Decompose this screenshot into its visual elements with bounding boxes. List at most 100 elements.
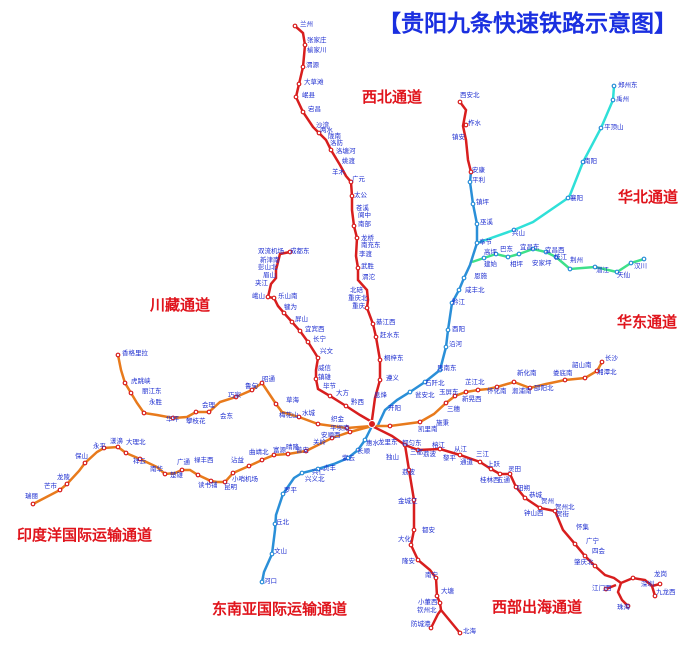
- station-label: 巴东: [500, 244, 514, 253]
- station-label: 芒市: [44, 481, 58, 490]
- station-label: 阳朔: [517, 483, 530, 492]
- station-label: 南充东: [361, 240, 381, 249]
- station-label: 龙陵: [57, 472, 71, 481]
- station-label: 赶水东: [380, 330, 400, 339]
- station-label: 榆家川: [307, 45, 327, 54]
- station-label: 西安北: [460, 90, 480, 99]
- station-label: 重庆: [352, 301, 366, 310]
- station-label: 长宁: [313, 334, 327, 343]
- station-label: 富源: [273, 445, 287, 454]
- station-label: 昆明: [224, 483, 238, 491]
- station-label: 屏山: [295, 314, 308, 323]
- station-label: 龙桥: [361, 233, 375, 242]
- station-label: 宜宾西: [305, 324, 325, 333]
- station-label: 上跃: [487, 459, 501, 468]
- station-label: 独山: [386, 452, 399, 461]
- station-label: 枝江: [554, 252, 568, 261]
- station-label: 文山: [274, 546, 287, 555]
- station-label: 阆中: [358, 210, 371, 219]
- station-label: 金城江: [398, 496, 418, 505]
- station-label: 北碚: [350, 285, 364, 294]
- station-label: 渭源: [306, 60, 320, 69]
- station-label: 广通: [177, 457, 191, 466]
- station-label: 会理: [202, 400, 216, 409]
- station-label: 咸丰北: [465, 285, 485, 294]
- station-label: 彭山北: [258, 262, 278, 271]
- station-label: 宕昌: [308, 104, 321, 113]
- station-label: 邵阳北: [534, 383, 554, 392]
- station-label: 贺州北: [555, 502, 575, 511]
- station-label: 从江: [454, 445, 468, 453]
- station-label: 沙湾: [316, 120, 330, 129]
- station-label: 镇坪: [476, 197, 490, 206]
- station-label: 芷江北: [465, 377, 485, 386]
- station-label: 宜昌西: [545, 245, 565, 254]
- station-label: 广宁: [586, 536, 600, 545]
- station-label: 大化: [398, 534, 412, 543]
- guiyang-hub-marker: [368, 420, 376, 428]
- station-label: 武胜: [361, 261, 375, 270]
- station-label: 贺街: [556, 509, 570, 518]
- station-label: 长沙: [605, 353, 619, 362]
- station-label: 羊木: [332, 167, 346, 176]
- station-label: 成都东: [290, 246, 310, 255]
- station-label: 大方: [336, 388, 350, 397]
- station-label: 五通: [497, 475, 511, 484]
- station-label: 瓮安北: [415, 390, 435, 399]
- station-label: 桐梓东: [384, 353, 404, 362]
- station-label: 平利: [472, 175, 485, 184]
- station-label: 瑞丽: [25, 491, 39, 500]
- station-label: 酉阳: [452, 324, 465, 333]
- corridor-label-north: 华北通道: [618, 188, 679, 206]
- station-label: 钦州北: [417, 605, 437, 614]
- station-label: 晴隆: [286, 442, 300, 451]
- station-label: 永平: [93, 441, 107, 450]
- station-label: 怀集: [576, 522, 590, 531]
- station-label: 四会: [592, 546, 606, 555]
- station-label: 玉屏东: [439, 387, 459, 396]
- station-label: 通道: [460, 457, 474, 466]
- station-label: 珠海: [617, 602, 631, 611]
- station-label: 安家坪: [532, 258, 552, 267]
- station-label: 双流机场: [258, 246, 285, 255]
- station-dots: [30, 23, 663, 636]
- station-label: 禄丰西: [194, 455, 214, 464]
- station-label: 楚雄: [170, 470, 184, 479]
- station-label: 钟山西: [524, 508, 544, 517]
- station-label: 北海: [463, 626, 477, 635]
- station-label: 华坪: [166, 414, 180, 423]
- station-label: 郑州东: [618, 80, 638, 89]
- corridor-label-east: 华东通道: [617, 313, 678, 331]
- station-label: 汉川: [634, 262, 647, 270]
- station-label: 贞丰: [323, 463, 337, 472]
- station-label: 奉节: [479, 237, 493, 246]
- station-label: 潜江: [596, 265, 610, 274]
- station-label: 姚渡: [342, 156, 356, 165]
- station-label: 龙岗: [654, 569, 667, 578]
- station-label: 肇庆北: [574, 557, 594, 566]
- station-label: 遵义: [386, 373, 400, 382]
- station-label: 安顺西: [321, 430, 341, 439]
- station-label: 太公: [354, 190, 368, 199]
- station-label: 洛塘河: [336, 146, 356, 155]
- station-label: 惠水: [366, 438, 380, 447]
- station-label: 柞水: [468, 118, 482, 127]
- station-label: 陇南: [328, 131, 342, 140]
- station-label: 娄底南: [553, 368, 573, 377]
- corridor-label-southeast-asia: 东南亚国际运输通道: [212, 600, 348, 618]
- line-shangrila-guiyang: [116, 354, 373, 430]
- station-label: 丽江东: [142, 386, 162, 395]
- station-labels: 兰州张家庄榆家川渭源大草滩岷县宕昌沙湾两水陇南洛防洛塘河姚渡羊木广元太公苍溪阆中…: [25, 19, 676, 635]
- station-label: 鲁甸: [245, 381, 258, 390]
- station-label: 襄阳: [570, 193, 583, 202]
- station-label: 乐山南: [278, 291, 298, 300]
- station-label: 荆州: [570, 255, 583, 264]
- station-label: 榕江: [432, 440, 446, 449]
- station-label: 沾益: [231, 455, 245, 464]
- station-label: 李渡: [359, 249, 373, 258]
- station-label: 防城港: [411, 619, 431, 628]
- station-label: 恩施: [474, 271, 488, 280]
- station-label: 曲靖北: [249, 447, 269, 456]
- station-label: 两水: [320, 125, 334, 134]
